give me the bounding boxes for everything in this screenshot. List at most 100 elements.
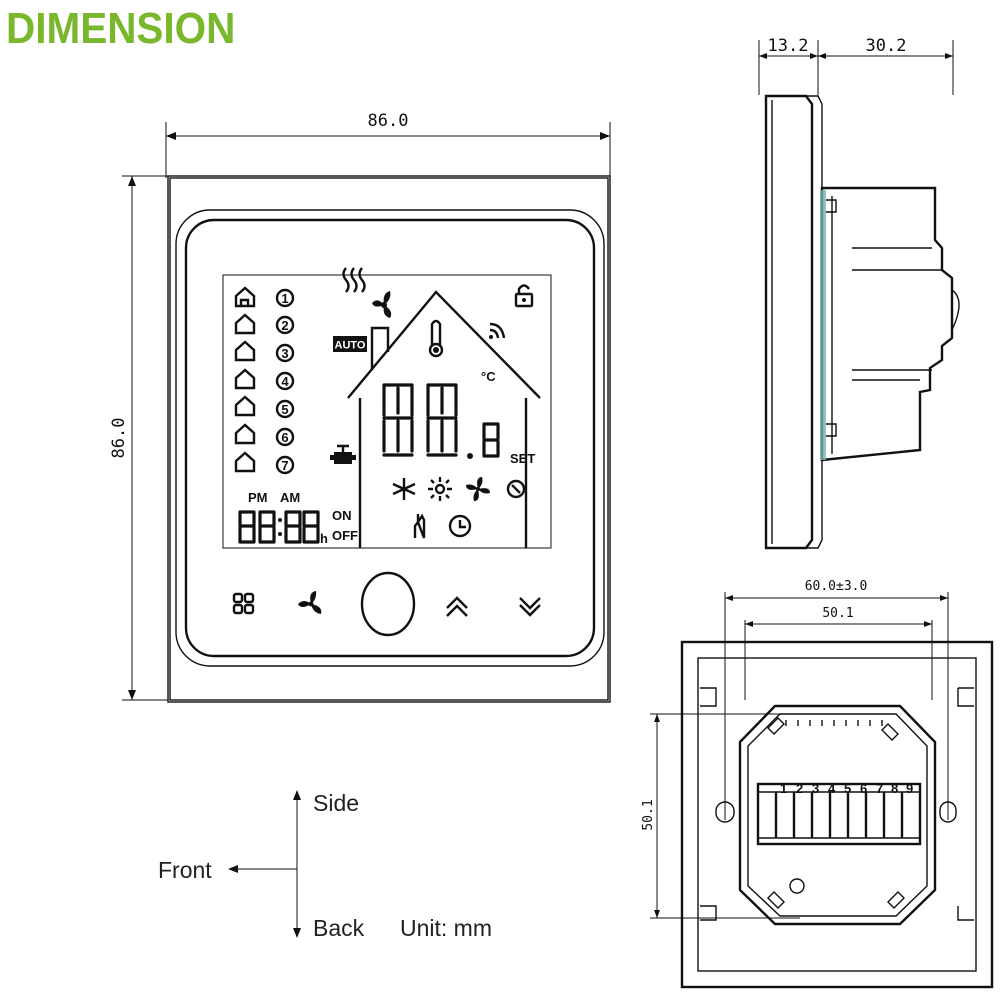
lock-icon — [514, 284, 534, 308]
clock-display — [238, 510, 320, 544]
back-housing — [738, 704, 937, 926]
zone-list: 1 2 3 4 5 — [234, 286, 295, 475]
front-bezel — [175, 209, 605, 667]
snowflake-icon — [392, 478, 416, 500]
home-icon — [234, 395, 256, 417]
zone-row-3: 3 — [234, 340, 295, 363]
hour-suffix: h — [320, 531, 328, 546]
down-button[interactable] — [519, 597, 541, 617]
fan-mode-icon — [466, 477, 490, 501]
orientation-legend: Side Front Back Unit: mm — [158, 790, 492, 941]
mounting-hole-right — [939, 801, 957, 823]
terminal-number: 1 — [780, 781, 787, 796]
celsius-label: °C — [481, 369, 496, 384]
mounting-hole-left — [715, 801, 735, 823]
legend-back: Back — [313, 915, 365, 941]
inner-width-label: 50.1 — [822, 606, 853, 621]
zone-number: 4 — [281, 374, 289, 389]
segment-digit-small — [258, 510, 276, 544]
front-view: 86.0 86.0 1 2 — [109, 111, 611, 703]
zone-number: 6 — [281, 430, 288, 445]
home-icon — [234, 423, 256, 445]
terminal-number: 7 — [876, 781, 883, 796]
legend-side: Side — [313, 790, 359, 816]
fan-button[interactable] — [298, 591, 322, 614]
terminal-number: 2 — [796, 781, 803, 796]
front-width-dimension: 86.0 — [165, 111, 611, 178]
hand-icon — [413, 513, 426, 539]
terminal-number: 5 — [844, 781, 851, 796]
legend-unit: Unit: mm — [400, 915, 492, 941]
vertical-label: 50.1 — [641, 799, 656, 830]
zone-row-7: 7 — [234, 451, 295, 475]
terminal-number: 9 — [906, 781, 913, 796]
terminal-number: 6 — [860, 781, 867, 796]
screw-hole — [789, 878, 805, 894]
front-height-dimension: 86.0 — [109, 175, 168, 701]
up-button[interactable] — [446, 596, 468, 617]
back-plate — [680, 640, 994, 989]
off-label: OFF — [332, 528, 358, 543]
home-icon — [234, 286, 256, 308]
side-view: 13.2 30.2 — [758, 36, 960, 550]
zone-number: 2 — [281, 318, 288, 333]
heat-wave-icon — [342, 267, 366, 293]
zone-number: 3 — [281, 346, 288, 361]
zone-row-4: 4 — [234, 368, 295, 391]
lcd-area — [222, 274, 552, 549]
wifi-icon — [489, 322, 506, 339]
segment-digit — [382, 383, 414, 457]
menu-grid-button[interactable] — [232, 592, 255, 615]
home-icon — [234, 451, 256, 473]
valve-icon — [330, 444, 356, 464]
zone-number: 1 — [281, 291, 288, 306]
front-height-label: 86.0 — [109, 418, 129, 459]
zone-number: 5 — [281, 402, 288, 417]
front-width-label: 86.0 — [368, 111, 409, 131]
auto-label: AUTO — [335, 340, 366, 352]
terminal-number: 8 — [891, 781, 898, 796]
back-height-dimension: 50.1 — [641, 713, 800, 919]
auto-cycle-icon — [506, 479, 526, 499]
set-label: SET — [510, 451, 535, 466]
depth-back-label: 30.2 — [866, 36, 907, 56]
house-outline — [347, 290, 541, 548]
clock-icon — [448, 514, 472, 538]
zone-row-1: 1 — [234, 286, 295, 308]
zone-row-5: 5 — [234, 395, 295, 419]
front-plate — [167, 175, 611, 703]
segment-digit-small — [482, 422, 500, 458]
segment-digit — [426, 383, 458, 457]
outer-width-label: 60.0±3.0 — [805, 579, 868, 594]
temperature-display: °C SET — [382, 369, 535, 466]
zone-number: 7 — [281, 458, 288, 473]
zone-row-2: 2 — [234, 313, 295, 335]
segment-digit-small — [302, 510, 320, 544]
home-icon — [234, 313, 256, 335]
sun-icon — [428, 477, 452, 501]
terminal-number: 3 — [812, 781, 819, 796]
side-front-plate — [764, 94, 814, 550]
zone-row-6: 6 — [234, 423, 295, 447]
pm-label: PM — [248, 490, 268, 505]
side-back-housing — [820, 186, 954, 462]
side-depth-dimension: 13.2 30.2 — [758, 36, 954, 95]
home-icon — [234, 368, 256, 390]
home-icon — [234, 340, 256, 362]
terminal-block: 1 2 3 4 5 6 7 8 9 — [756, 781, 922, 846]
am-label: AM — [280, 490, 300, 505]
page-title: DIMENSION — [6, 4, 236, 53]
thermometer-icon — [428, 319, 444, 358]
back-width-dimension: 60.0±3.0 50.1 — [724, 579, 949, 820]
auto-badge: AUTO — [333, 336, 367, 352]
segment-digit-small — [238, 510, 256, 544]
depth-front-label: 13.2 — [768, 36, 809, 56]
segment-digit-small — [284, 510, 302, 544]
terminal-number: 4 — [828, 781, 836, 796]
mode-icons — [392, 477, 526, 501]
power-button[interactable] — [360, 571, 416, 637]
on-label: ON — [332, 508, 352, 523]
back-view: 60.0±3.0 50.1 50.1 — [641, 579, 994, 989]
legend-front: Front — [158, 857, 212, 883]
